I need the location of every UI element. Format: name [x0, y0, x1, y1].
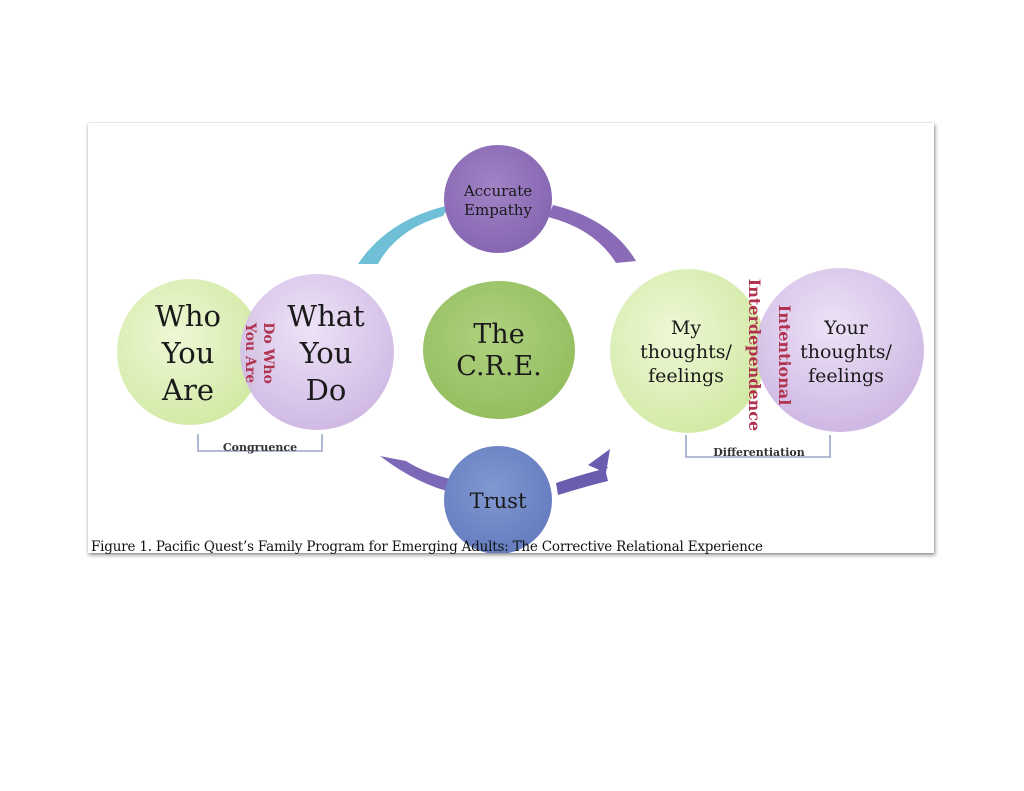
circle-who-you-are	[117, 279, 263, 425]
arc-bottom-right	[556, 460, 608, 495]
overlap-you-are: You Are	[242, 322, 258, 383]
circle-what-you-do	[240, 274, 394, 430]
who-you-are-line2: You	[161, 336, 215, 370]
label-congruence: Congruence	[223, 441, 297, 454]
figure-caption: Figure 1. Pacific Quest’s Family Program…	[91, 539, 763, 555]
my-thoughts-line2: thoughts/	[640, 341, 732, 363]
your-thoughts-line1: Your	[823, 317, 869, 339]
accurate-empathy-line1: Accurate	[463, 182, 532, 200]
my-thoughts-line3: feelings	[648, 365, 724, 387]
circle-my-thoughts	[610, 269, 766, 433]
my-thoughts-line1: My	[671, 317, 701, 339]
left-venn: Who You Are What You Do Do Who You Are C…	[117, 274, 394, 454]
circle-your-thoughts	[756, 268, 924, 432]
overlap-do-who: Do Who	[260, 322, 276, 384]
what-you-do-line3: Do	[306, 373, 347, 407]
arrowhead-bottom-right	[588, 449, 610, 473]
trust-label: Trust	[470, 489, 527, 513]
what-you-do-line1: What	[287, 299, 365, 333]
arc-top-left	[358, 205, 450, 264]
bracket-congruence	[197, 434, 323, 452]
bracket-differentiation	[685, 435, 831, 458]
cre-diagram: Accurate Empathy The C.R.E. Trust Who Yo…	[117, 145, 924, 553]
cre-line2: C.R.E.	[456, 351, 541, 382]
your-thoughts-line3: feelings	[808, 365, 884, 387]
node-cre	[423, 281, 575, 419]
overlap-interdependence: Interdependence	[745, 279, 764, 431]
arc-top-right	[548, 205, 636, 263]
figure-card: Accurate Empathy The C.R.E. Trust Who Yo…	[88, 123, 934, 553]
label-differentiation: Differentiation	[713, 446, 805, 459]
who-you-are-line1: Who	[155, 299, 221, 333]
cre-line1: The	[473, 319, 524, 350]
arc-bottom-left	[380, 456, 460, 493]
right-venn: My thoughts/ feelings Your thoughts/ fee…	[610, 268, 924, 459]
overlap-intentional: Intentional	[775, 305, 794, 406]
who-you-are-line3: Are	[161, 373, 214, 407]
node-accurate-empathy	[444, 145, 552, 253]
accurate-empathy-line2: Empathy	[464, 201, 532, 219]
your-thoughts-line2: thoughts/	[800, 341, 892, 363]
cycle-arrows	[358, 205, 636, 495]
what-you-do-line2: You	[299, 336, 353, 370]
node-trust	[444, 446, 552, 553]
